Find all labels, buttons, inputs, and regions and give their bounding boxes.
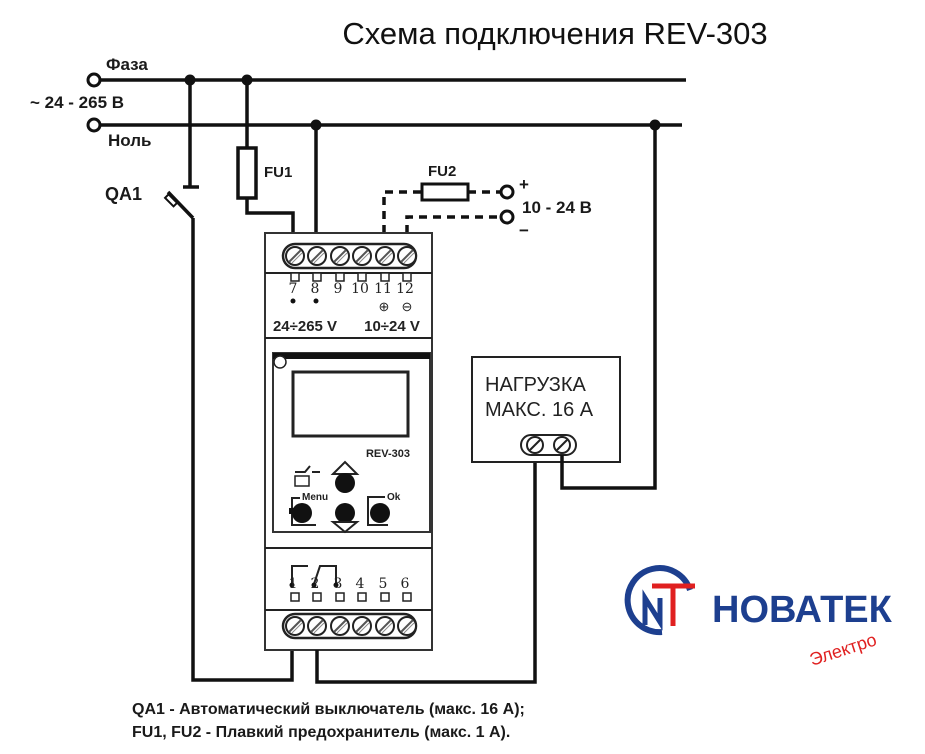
logo-text: НОВАТЕК: [712, 589, 893, 631]
terminal-number: 3: [334, 576, 343, 592]
footnote-2: FU1, FU2 - Плавкий предохранитель (макс.…: [132, 724, 510, 741]
ok-label: Ok: [387, 492, 401, 503]
terminal-screw: [285, 246, 305, 266]
terminal-number: 10: [351, 281, 369, 297]
terminal-screw: [397, 246, 417, 266]
footnote-1: QA1 - Автоматический выключатель (макс. …: [132, 701, 525, 718]
terminal-pin: [357, 592, 367, 602]
terminal-screw: [307, 246, 327, 266]
up-button[interactable]: [335, 473, 355, 493]
fuse-fu2: [382, 182, 515, 233]
terminal-pin: [357, 272, 367, 282]
terminal-number: 12: [396, 281, 414, 297]
minus-symbol-icon: ⊖: [402, 299, 413, 314]
neutral-return-wire: [560, 125, 657, 490]
terminal-screw: [352, 616, 372, 636]
load-screw: [526, 436, 544, 454]
menu-button[interactable]: [292, 503, 312, 523]
dc-plus-label: +: [519, 175, 529, 194]
diagram-title: Схема подключения REV-303: [342, 16, 767, 51]
load-wire: [315, 455, 537, 684]
novatek-logo: НОВАТЕК Электро: [624, 565, 893, 670]
breaker-label: QA1: [105, 184, 142, 204]
neutral-line: [86, 117, 682, 133]
ok-button[interactable]: [370, 503, 390, 523]
phase-label: Фаза: [106, 55, 148, 74]
menu-label: Menu: [302, 492, 328, 503]
terminal-pin: [335, 272, 345, 282]
terminal-screw: [285, 616, 305, 636]
terminal-number: 8: [311, 281, 320, 297]
device-display: [291, 370, 410, 438]
terminal-number: 6: [401, 576, 410, 592]
terminal-screw: [375, 246, 395, 266]
logo-subtext: Электро: [807, 629, 879, 669]
neutral-label: Ноль: [108, 131, 152, 150]
fuse2-label: FU2: [428, 163, 456, 180]
dc-voltage-terminal-label: 10÷24 V: [364, 318, 420, 335]
load-screw: [553, 436, 571, 454]
terminal-screw: [397, 616, 417, 636]
terminal-pin: [402, 272, 412, 282]
terminal-number: 1: [289, 576, 298, 592]
fuse1-label: FU1: [264, 164, 292, 181]
terminal-number: 11: [374, 281, 392, 297]
voltage-label: ~ 24 - 265 В: [30, 93, 124, 112]
load-label-1: НАГРУЗКА: [485, 374, 587, 396]
dc-minus-label: −: [519, 221, 529, 240]
fuse-fu1: [236, 80, 318, 233]
terminal-pin: [380, 592, 390, 602]
terminal-pin: [402, 592, 412, 602]
plus-symbol-icon: ⊕: [379, 299, 390, 314]
terminal-screw: [330, 246, 350, 266]
terminal-screw: [307, 616, 327, 636]
terminal-pin: [312, 272, 322, 282]
terminal-pin: [380, 272, 390, 282]
terminal-number: 4: [356, 576, 365, 592]
terminal-number: 9: [334, 281, 343, 297]
terminal-screw: [330, 616, 350, 636]
arrow-down-icon: [330, 521, 360, 534]
terminal-number: 5: [379, 576, 388, 592]
relay-status-icon: [294, 475, 310, 487]
phase-line: [86, 72, 686, 88]
terminal-screw: [352, 246, 372, 266]
dc-voltage-label: 10 - 24 В: [522, 198, 592, 217]
load-box: [471, 356, 621, 463]
terminal-pin: [335, 592, 345, 602]
terminal-pin: [312, 592, 322, 602]
device-model-label: REV-303: [366, 448, 410, 460]
terminal-screw: [375, 616, 395, 636]
device-logo-icon: [273, 355, 287, 369]
down-button[interactable]: [335, 503, 355, 523]
breaker-qa1: [163, 80, 294, 682]
terminal-pin: [290, 272, 300, 282]
load-label-2: МАКС. 16 А: [485, 399, 594, 421]
ac-voltage-label: 24÷265 V: [273, 318, 337, 335]
terminal-number: 7: [289, 281, 298, 297]
terminal-pin: [290, 592, 300, 602]
terminal-number: 2: [311, 576, 320, 592]
